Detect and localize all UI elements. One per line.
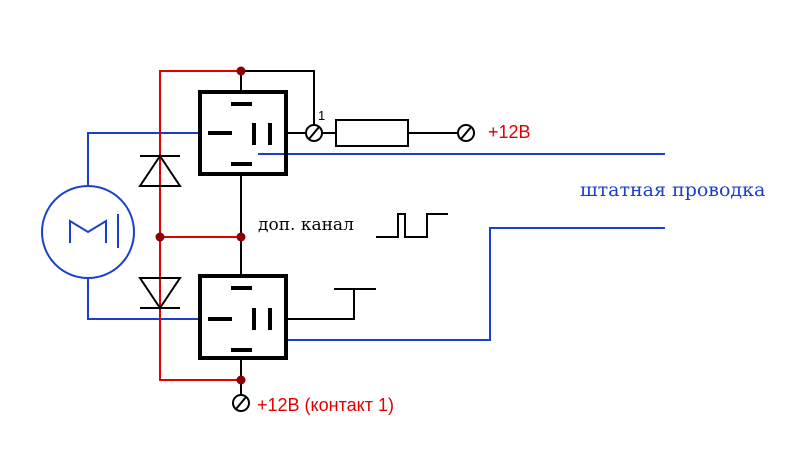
wire-motor-to-relay-bottom [87, 278, 200, 320]
diode-bottom [138, 277, 182, 310]
junction-middle [236, 232, 246, 242]
red-wires [159, 70, 241, 381]
relay-top [198, 90, 288, 176]
diode-top-triangle [138, 154, 182, 187]
terminal-supply-top [457, 124, 475, 142]
blue-wires [87, 132, 665, 341]
junction-bottom [236, 375, 246, 385]
terminal-supply-bottom [232, 394, 250, 412]
supply-bottom-label: +12В (контакт 1) [257, 395, 394, 415]
relay-bottom-body [198, 274, 288, 360]
relay-top-body [198, 90, 288, 176]
pin-number-label: 1 [318, 108, 325, 123]
junction-middle-left [155, 232, 165, 242]
wire-factory-bottom [288, 227, 665, 341]
motor-symbol [41, 185, 135, 279]
junction-top [236, 66, 246, 76]
junction-dots [155, 66, 246, 385]
relay-bottom [198, 274, 288, 360]
extra-channel-label: доп. канал [258, 215, 354, 235]
diode-top [138, 154, 182, 187]
wire-top-bus [241, 70, 315, 124]
supply-top-label: +12В [488, 122, 531, 142]
wire-red-loop [159, 70, 241, 381]
factory-wiring-label: штатная проводка [580, 179, 765, 201]
wire-motor-to-relay-top [87, 132, 200, 185]
diode-bottom-triangle [138, 277, 182, 310]
wire-relay-bottom-switch [288, 289, 355, 320]
terminal-relay-top [305, 124, 323, 142]
motor-m-glyph [69, 219, 107, 243]
extra-channel-pulse [376, 213, 448, 238]
fuse-symbol [335, 119, 409, 147]
